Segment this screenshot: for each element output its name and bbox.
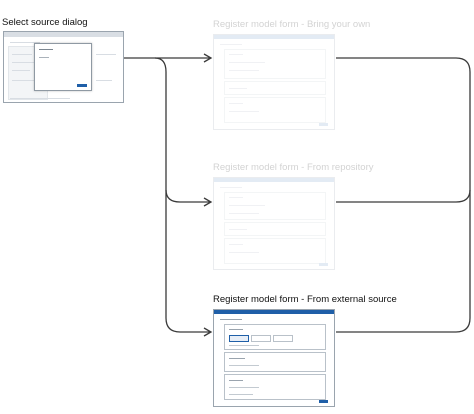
app-header (4, 32, 123, 37)
connector-merge-repository (336, 189, 471, 203)
from-repository-form-thumbnail[interactable] (213, 177, 335, 270)
source-option (273, 335, 293, 342)
step-label-from-repository: Register model form - From repository (213, 162, 374, 173)
source-option-selected (229, 335, 249, 342)
connector-branch-trunk (154, 57, 210, 333)
source-option (251, 335, 271, 342)
source-section (224, 324, 326, 350)
dialog-box (34, 43, 92, 91)
arrowhead-from-repository (203, 197, 213, 207)
from-external-source-form-thumbnail[interactable] (213, 309, 335, 407)
form-submit-button (319, 400, 328, 403)
bring-your-own-form-thumbnail[interactable] (213, 34, 335, 130)
form-header (214, 310, 334, 314)
step-label-from-external-source: Register model form - From external sour… (213, 294, 397, 305)
form-submit-button (319, 123, 328, 126)
location-section (224, 374, 326, 400)
form-header (214, 178, 334, 182)
connector-merge-right (336, 57, 471, 333)
dialog-primary-button (77, 84, 87, 87)
arrowhead-from-external-source (203, 327, 213, 337)
arrowhead-bring-your-own (203, 53, 213, 63)
connector-to-from-repository (165, 189, 210, 203)
select-source-dialog-thumbnail[interactable] (3, 31, 124, 103)
form-submit-button (319, 263, 328, 266)
step-label-bring-your-own: Register model form - Bring your own (213, 19, 371, 30)
form-header (214, 35, 334, 39)
details-section (224, 352, 326, 372)
step-label-select-source: Select source dialog (2, 17, 88, 28)
